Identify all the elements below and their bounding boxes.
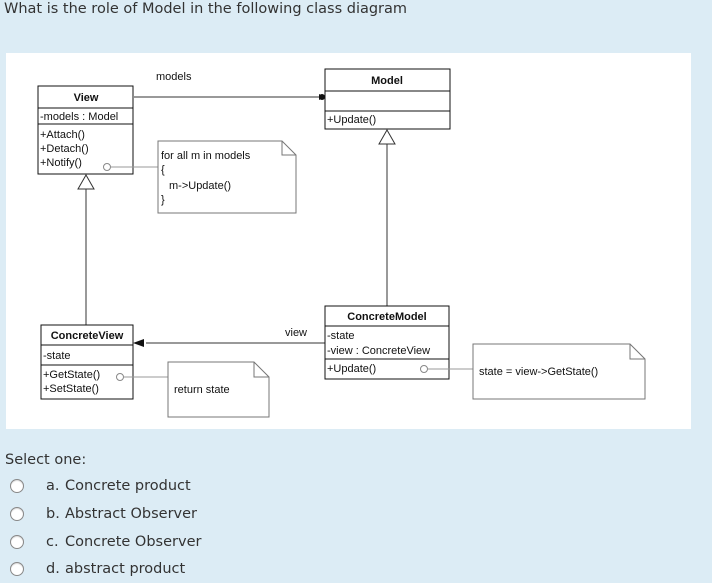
concretemodel-class-box: ConcreteModel -state -view : ConcreteVie… xyxy=(324,305,450,380)
class-diagram: models view View -models : Model +Attach… xyxy=(6,53,691,429)
view-class-box: View -models : Model +Attach() +Detach()… xyxy=(37,85,134,175)
notify-note-line-3: m->Update() xyxy=(169,180,231,192)
notify-note-line-1: for all m in models xyxy=(161,150,251,162)
view-method-detach: +Detach() xyxy=(40,143,89,155)
option-b-radio[interactable] xyxy=(10,507,24,521)
association-dot xyxy=(319,94,325,100)
view-class-name: View xyxy=(74,92,99,104)
option-d-radio[interactable] xyxy=(10,562,24,576)
option-a-radio[interactable] xyxy=(10,479,24,493)
model-class-box: Model +Update() xyxy=(324,68,451,130)
option-c-letter: c. xyxy=(46,534,59,550)
concretemodel-class-name: ConcreteModel xyxy=(347,311,426,323)
models-label: models xyxy=(156,71,192,83)
view-method-notify: +Notify() xyxy=(40,157,82,169)
option-d-letter: d. xyxy=(46,561,60,577)
option-c-label: Concrete Observer xyxy=(65,534,202,550)
notify-note: for all m in models { m->Update() } xyxy=(157,140,297,214)
update-note-anchor xyxy=(420,365,428,373)
model-method-update: +Update() xyxy=(327,114,376,126)
view-association-arrowhead xyxy=(133,339,144,347)
option-b-label: Abstract Observer xyxy=(65,506,197,522)
concretemodel-method-update: +Update() xyxy=(327,363,376,375)
view-attr-models: -models : Model xyxy=(40,111,118,123)
model-inheritance-triangle xyxy=(378,128,396,145)
concretemodel-attr-view: -view : ConcreteView xyxy=(327,345,430,357)
option-b-letter: b. xyxy=(46,506,60,522)
notify-note-line-2: { xyxy=(161,164,165,176)
concreteview-method-getstate: +GetState() xyxy=(43,369,100,381)
concreteview-class-box: ConcreteView -state +GetState() +SetStat… xyxy=(40,324,134,400)
option-d[interactable]: d. abstract product xyxy=(10,558,185,580)
concretemodel-attr-state: -state xyxy=(327,330,355,342)
concreteview-class-name: ConcreteView xyxy=(51,330,124,342)
option-c[interactable]: c. Concrete Observer xyxy=(10,531,201,553)
option-a-letter: a. xyxy=(46,478,60,494)
option-c-radio[interactable] xyxy=(10,535,24,549)
option-d-label: abstract product xyxy=(65,561,186,577)
getstate-note-anchor xyxy=(116,373,124,381)
update-note-text: state = view->GetState() xyxy=(479,366,598,378)
view-label: view xyxy=(285,327,307,339)
option-a[interactable]: a. Concrete product xyxy=(10,475,191,497)
getstate-note: return state xyxy=(167,361,270,418)
question-text: What is the role of Model in the followi… xyxy=(4,1,408,17)
view-method-attach: +Attach() xyxy=(40,129,85,141)
update-note: state = view->GetState() xyxy=(472,343,646,400)
notify-note-anchor xyxy=(103,163,111,171)
notify-note-line-4: } xyxy=(161,194,165,206)
concreteview-attr-state: -state xyxy=(43,350,71,362)
option-b[interactable]: b. Abstract Observer xyxy=(10,503,197,525)
class-diagram-svg: models view View -models : Model +Attach… xyxy=(37,68,646,418)
model-class-name: Model xyxy=(371,75,403,87)
option-a-label: Concrete product xyxy=(65,478,191,494)
getstate-note-text: return state xyxy=(174,384,230,396)
concreteview-method-setstate: +SetState() xyxy=(43,383,99,395)
view-inheritance-triangle xyxy=(77,173,95,190)
select-one-label: Select one: xyxy=(5,452,87,468)
